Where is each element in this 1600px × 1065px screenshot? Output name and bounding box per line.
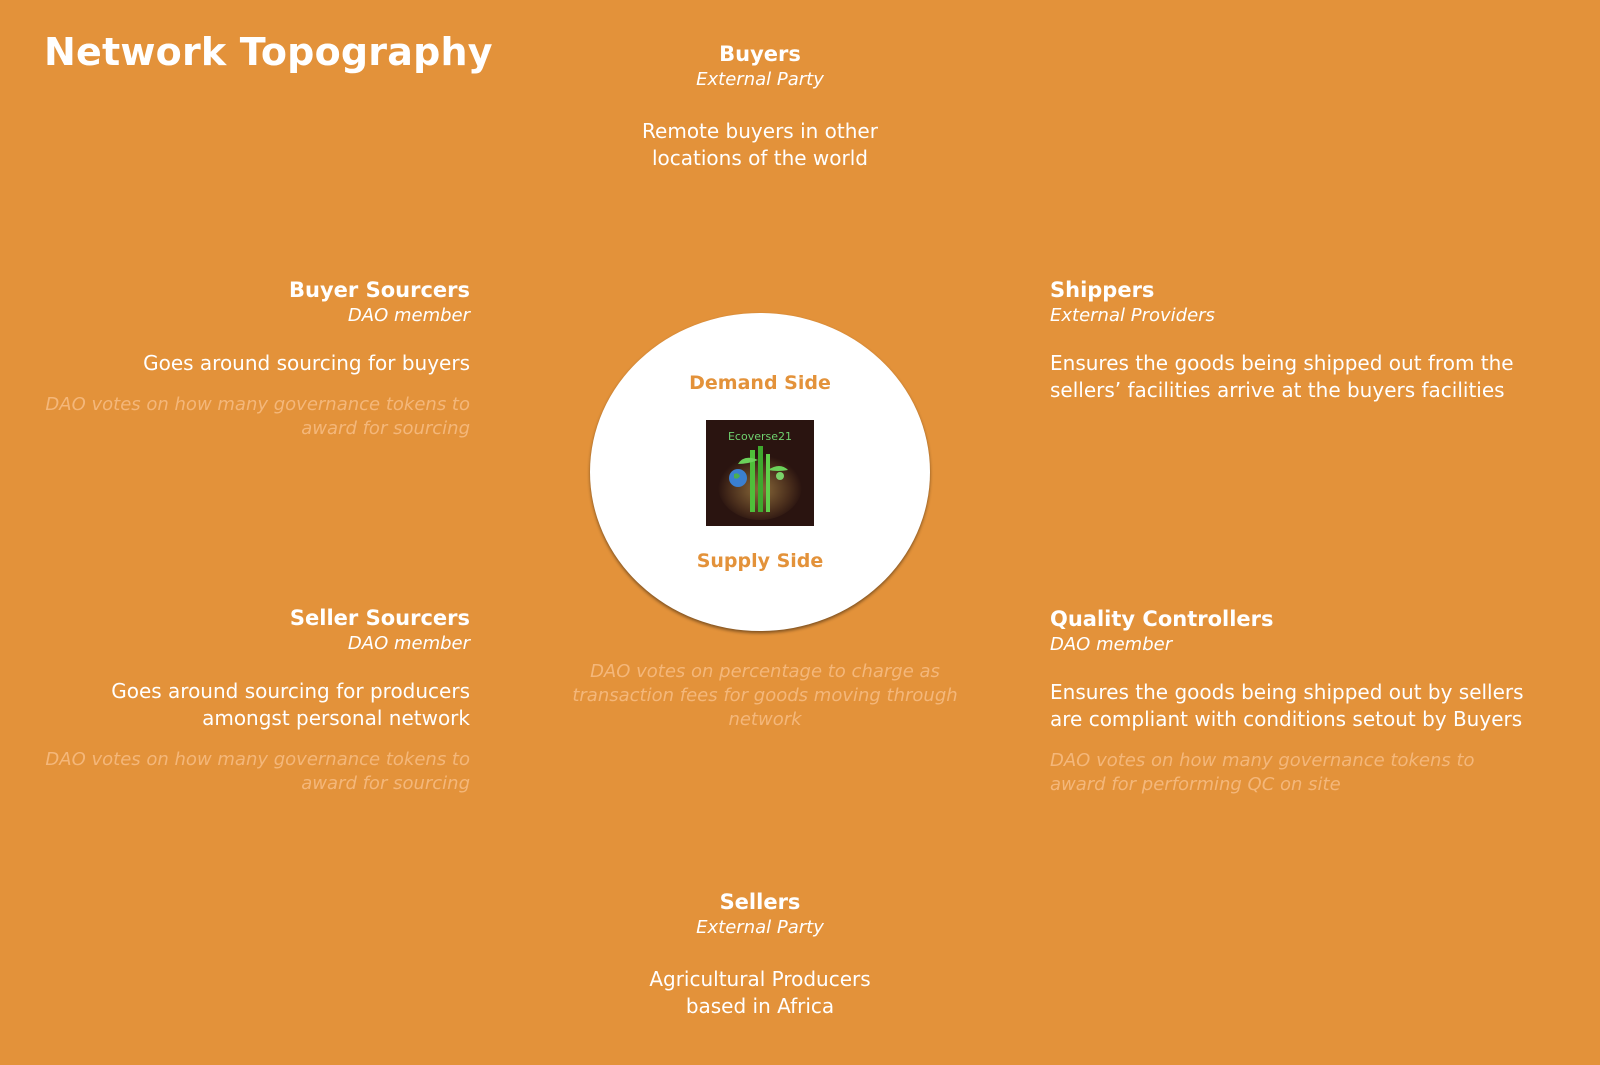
seller-sourcers-description: Goes around sourcing for producers among…	[111, 679, 470, 730]
quality-controllers-heading: Quality Controllers	[1050, 607, 1274, 631]
buyers-heading: Buyers	[719, 42, 801, 66]
shippers-heading: Shippers	[1050, 278, 1155, 302]
quality-controllers-node: Quality Controllers DAO member Ensures t…	[1050, 605, 1570, 797]
ecoverse-logo: Ecoverse21	[706, 420, 814, 526]
buyer-sourcers-node: Buyer Sourcers DAO member Goes around so…	[30, 276, 470, 441]
sellers-description: Agricultural Producers based in Africa	[649, 967, 871, 1018]
sellers-heading: Sellers	[719, 890, 801, 914]
globe-bamboo-icon	[718, 446, 802, 520]
sellers-role: External Party	[696, 917, 824, 938]
quality-controllers-description: Ensures the goods being shipped out by s…	[1050, 680, 1524, 731]
transaction-fees-note: DAO votes on percentage to charge as tra…	[572, 661, 958, 730]
buyers-role: External Party	[696, 69, 824, 90]
buyer-sourcers-note: DAO votes on how many governance tokens …	[45, 394, 470, 439]
sellers-node: Sellers External Party Agricultural Prod…	[560, 888, 960, 1020]
seller-sourcers-node: Seller Sourcers DAO member Goes around s…	[30, 604, 470, 796]
quality-controllers-note: DAO votes on how many governance tokens …	[1050, 750, 1475, 795]
buyer-sourcers-description: Goes around sourcing for buyers	[143, 351, 470, 375]
shippers-node: Shippers External Providers Ensures the …	[1050, 276, 1570, 404]
buyer-sourcers-role: DAO member	[347, 305, 470, 326]
demand-side-label: Demand Side	[689, 372, 831, 394]
buyers-description: Remote buyers in other locations of the …	[642, 119, 878, 170]
supply-side-label: Supply Side	[696, 550, 824, 572]
seller-sourcers-note: DAO votes on how many governance tokens …	[45, 749, 470, 794]
buyers-node: Buyers External Party Remote buyers in o…	[560, 40, 960, 172]
buyer-sourcers-heading: Buyer Sourcers	[289, 278, 470, 302]
seller-sourcers-heading: Seller Sourcers	[289, 606, 470, 630]
logo-text: Ecoverse21	[727, 430, 793, 443]
page-title: Network Topography	[44, 30, 493, 74]
shippers-role: External Providers	[1050, 305, 1215, 326]
seller-sourcers-role: DAO member	[347, 633, 470, 654]
shippers-description: Ensures the goods being shipped out from…	[1050, 351, 1514, 402]
quality-controllers-role: DAO member	[1050, 634, 1173, 655]
